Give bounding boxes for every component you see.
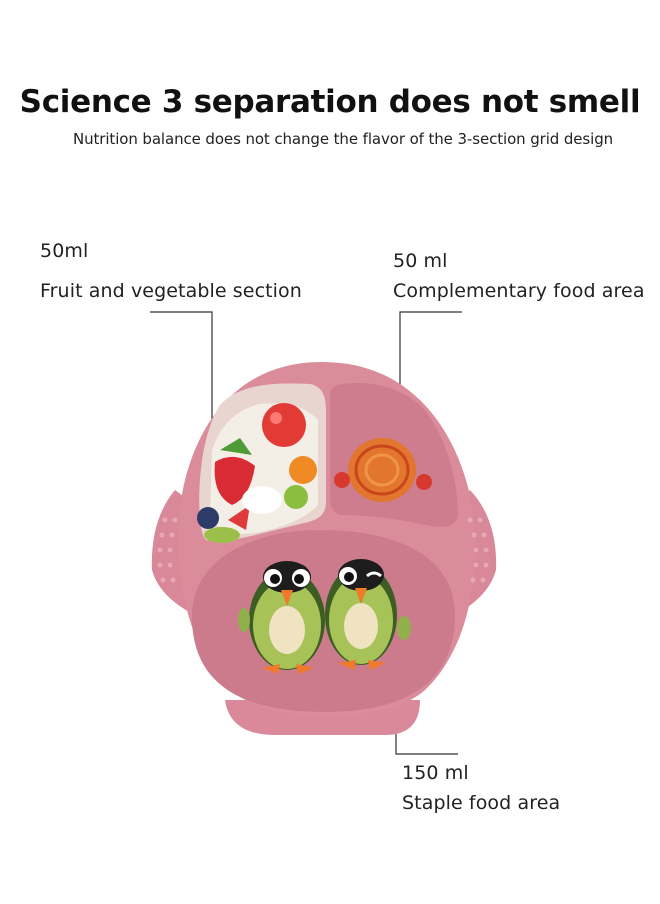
page-subtitle: Nutrition balance does not change the fl…: [72, 130, 614, 148]
complementary-section-label: Complementary food area: [393, 280, 645, 302]
fruit-section-volume: 50ml: [40, 240, 89, 262]
spaghetti-illustration: [334, 438, 432, 502]
fruit-salad-illustration: [197, 403, 318, 543]
page-title: Science 3 separation does not smell: [19, 84, 641, 120]
staple-section-label: Staple food area: [402, 792, 561, 814]
avocado-penguin-right: [325, 559, 411, 670]
avocado-penguin-left: [238, 561, 325, 674]
complementary-section-volume: 50 ml: [393, 250, 448, 272]
fruit-leader-line: [150, 311, 213, 420]
staple-section-volume: 150 ml: [402, 762, 469, 784]
plate-body: [151, 362, 497, 735]
fruit-section-label: Fruit and vegetable section: [40, 280, 302, 302]
